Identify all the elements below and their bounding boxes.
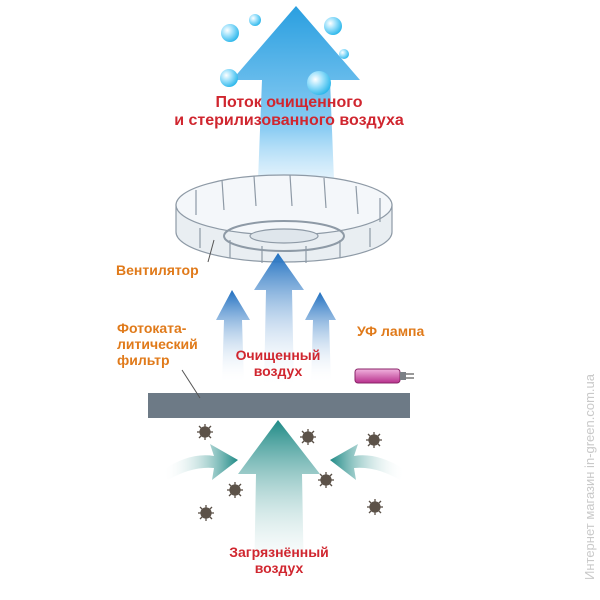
dirty-air-label: Загрязнённый воздух [204, 544, 354, 576]
bubble [221, 24, 239, 42]
bubble [220, 69, 238, 87]
clean-air-flow-arrow [232, 6, 360, 230]
purified-air-arrow-right [305, 292, 336, 384]
fan-leader-line [207, 239, 215, 263]
fan-icon [175, 174, 393, 263]
dust-particle [366, 432, 382, 448]
uv-lamp-icon [354, 368, 414, 384]
purified-air-arrow-left [216, 290, 250, 384]
dirty-air-arrow-right [330, 444, 405, 480]
dirty-air-arrow-center [238, 420, 320, 584]
dirty-air-arrow-left [163, 444, 238, 480]
clean-air-flow-label-line1: Поток очищенного [215, 94, 363, 111]
photocatalytic-filter [148, 393, 410, 418]
clean-air-bubbles [220, 14, 349, 95]
filter-label-line3: фильтр [117, 352, 170, 369]
purified-air-label-line2: воздух [253, 363, 303, 380]
purified-air-arrow-center [254, 253, 304, 388]
clean-air-flow-label-line2: и стерилизованного воздуха [174, 112, 404, 130]
dust-particle [367, 499, 383, 515]
bubble [307, 71, 331, 95]
dust-particle [227, 482, 243, 498]
filter-label-line1: Фотоката- [117, 320, 187, 336]
filter-leader-line [181, 369, 201, 399]
filter-label-line2: литический [117, 336, 198, 353]
dust-particle [197, 424, 213, 440]
uv-lamp-label: УФ лампа [357, 323, 425, 339]
purified-air-label: Очищенный воздух [218, 347, 338, 379]
dirty-air-label-line1: Загрязнённый [229, 544, 329, 560]
dust-particle [300, 429, 316, 445]
bubble [249, 14, 261, 26]
purified-air-label-line1: Очищенный [235, 347, 321, 363]
dirty-air-label-line2: воздух [254, 560, 304, 577]
filter-label: Фотоката- литический фильтр [117, 320, 198, 368]
clean-air-flow-label: Поток очищенного и стерилизованного возд… [108, 94, 470, 131]
bubble [339, 49, 349, 59]
dust-particles [197, 424, 383, 521]
fan-label: Вентилятор [116, 262, 199, 278]
dust-particle [198, 505, 214, 521]
bubble [324, 17, 342, 35]
dust-particle [318, 472, 334, 488]
shop-watermark: Интернет магазин in-green.com.ua [582, 374, 597, 580]
